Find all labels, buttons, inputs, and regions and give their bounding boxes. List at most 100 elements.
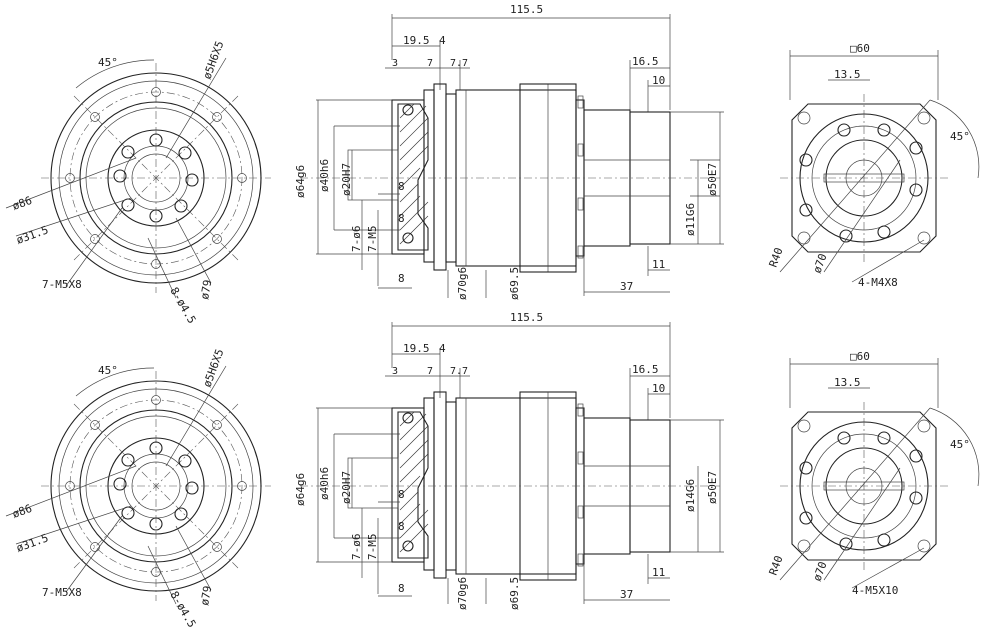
side-d64-label: ø64g6 (294, 165, 307, 198)
front-leader-keyway (165, 57, 227, 159)
side2-d37-label: 37 (620, 588, 633, 601)
side2-d70-label: ø70g6 (456, 577, 469, 610)
front2-bore-label: ø31.5 (15, 531, 51, 555)
front-holes-label: 8-ø4.5 (167, 285, 198, 326)
side-d8b-label: 8 (398, 212, 405, 225)
back-view-2 (779, 358, 980, 589)
side-main-flange (433, 83, 447, 271)
side2-d695-label: ø69.5 (508, 577, 521, 610)
front-leader-bore (15, 197, 132, 237)
back2-d135-label: 13.5 (834, 376, 861, 389)
row-1: 45° ø5H6X5 ø86 ø31.5 7-M5X8 8-ø4.5 ø79 1… (5, 3, 980, 326)
front-view-1 (5, 57, 271, 299)
side2-shaft-label: ø14G6 (684, 479, 697, 512)
front-leader-holes (147, 237, 177, 299)
front-outer-holes (65, 87, 247, 269)
side-d8a-label: 8 (398, 180, 405, 193)
front2-pcd-label: ø86 (11, 502, 34, 521)
side2-d77-label: 7.7 (450, 366, 468, 377)
back2-ang-label: 45° (950, 438, 970, 451)
back-sq-label: □60 (850, 42, 870, 55)
front-leader-taps (65, 207, 123, 287)
side-overall-label: 115.5 (510, 3, 543, 16)
back-d135-label: 13.5 (834, 68, 861, 81)
back2-d70-label: ø70 (811, 560, 830, 583)
side2-d64-label: ø64g6 (294, 473, 307, 506)
side-d20-label: ø20H7 (340, 163, 353, 196)
back-leader-r40 (779, 99, 931, 273)
back2-r40-label: R40 (767, 554, 786, 577)
side-d7-label: 7 (427, 58, 433, 69)
side-m5-label: 7-M5 (366, 226, 379, 253)
row-2: 45° ø5H6X5 ø86 ø31.5 7-M5X8 8-ø4.5 ø79 (5, 311, 980, 630)
side2-d20-label: ø20H7 (340, 471, 353, 504)
side-d695-label: ø69.5 (508, 267, 521, 300)
side2-d7m-label: 7-ø6 (350, 534, 363, 561)
front-outer-label: ø79 (198, 279, 214, 301)
back-square-flange (791, 103, 937, 253)
front2-angle-label: 45° (98, 364, 118, 377)
side-d10-label: 10 (652, 74, 665, 87)
side2-d3-label: 3 (392, 366, 398, 377)
front-angle-label: 45° (98, 56, 118, 69)
front-keyway-label: ø5H6X5 (201, 39, 227, 81)
back-flange-holes (799, 123, 923, 243)
side-d40-label: ø40h6 (318, 159, 331, 192)
side2-d40-label: ø40h6 (318, 467, 331, 500)
side-d3-label: 3 (392, 58, 398, 69)
side-d37-label: 37 (620, 280, 633, 293)
side-d70-label: ø70g6 (456, 267, 469, 300)
front-leader-pcd (5, 157, 137, 209)
front-view-2 (5, 365, 271, 605)
front-inner-holes (113, 133, 199, 223)
side-section-hatch (397, 103, 429, 251)
side2-d10-label: 10 (652, 382, 665, 395)
side2-d19-label: 19.5 (403, 342, 430, 355)
back-leader-taps (851, 239, 925, 283)
side2-d8c-label: 8 (398, 582, 405, 595)
back-angle-arc (929, 99, 980, 179)
front2-taps-label: 7-M5X8 (42, 586, 82, 599)
side2-d11-label: 11 (652, 566, 665, 579)
back-taps-label: 4-M4X8 (858, 276, 898, 289)
front-angle-arc (75, 59, 155, 89)
side2-d165-label: 16.5 (632, 363, 659, 376)
side-view-1: 115.5 19.5 4 3 7 7.7 16.5 10 (294, 3, 724, 300)
front-leader-outer (175, 217, 212, 284)
side2-d8a-label: 8 (398, 488, 405, 501)
side-d8c-label: 8 (398, 272, 405, 285)
back-view-1: □60 13.5 45° (767, 42, 980, 289)
front2-outer-label: ø79 (198, 585, 214, 607)
side2-d8b-label: 8 (398, 520, 405, 533)
side-d11-label: 11 (652, 258, 665, 271)
front2-holes-label: 8-ø4.5 (167, 589, 198, 630)
side-bore-20 (347, 149, 399, 201)
side2-d4-label: 4 (439, 342, 446, 355)
side-flange-ring (423, 89, 435, 263)
side2-d7-label: 7 (427, 366, 433, 377)
side-d4-label: 4 (439, 34, 446, 47)
side-d77-label: 7.7 (450, 58, 468, 69)
back-ang-label: 45° (950, 130, 970, 143)
front-diagonal-2 (73, 95, 239, 261)
back-d70-label: ø70 (811, 252, 830, 275)
side2-d50-label: ø50E7 (706, 471, 719, 504)
side-d50-label: ø50E7 (706, 163, 719, 196)
side-shaft-label: ø11G6 (684, 203, 697, 236)
back-leader-70 (823, 159, 901, 273)
side-view-2 (300, 322, 724, 604)
back-r40-label: R40 (767, 246, 786, 269)
side2-overall-label: 115.5 (510, 311, 543, 324)
back2-taps-label: 4-M5X10 (852, 584, 898, 597)
back-inner-circle (825, 139, 903, 217)
front2-keyway-label: ø5H6X5 (201, 347, 227, 389)
side-d165-label: 16.5 (632, 55, 659, 68)
front-bore-label: ø31.5 (15, 223, 51, 247)
front-taps-label: 7-M5X8 (42, 278, 82, 291)
side-d7m-label: 7-ø6 (350, 226, 363, 253)
side-d19-label: 19.5 (403, 34, 430, 47)
front-pcd-label: ø86 (11, 194, 34, 213)
back2-sq-label: □60 (850, 350, 870, 363)
side2-m5-label: 7-M5 (366, 534, 379, 561)
